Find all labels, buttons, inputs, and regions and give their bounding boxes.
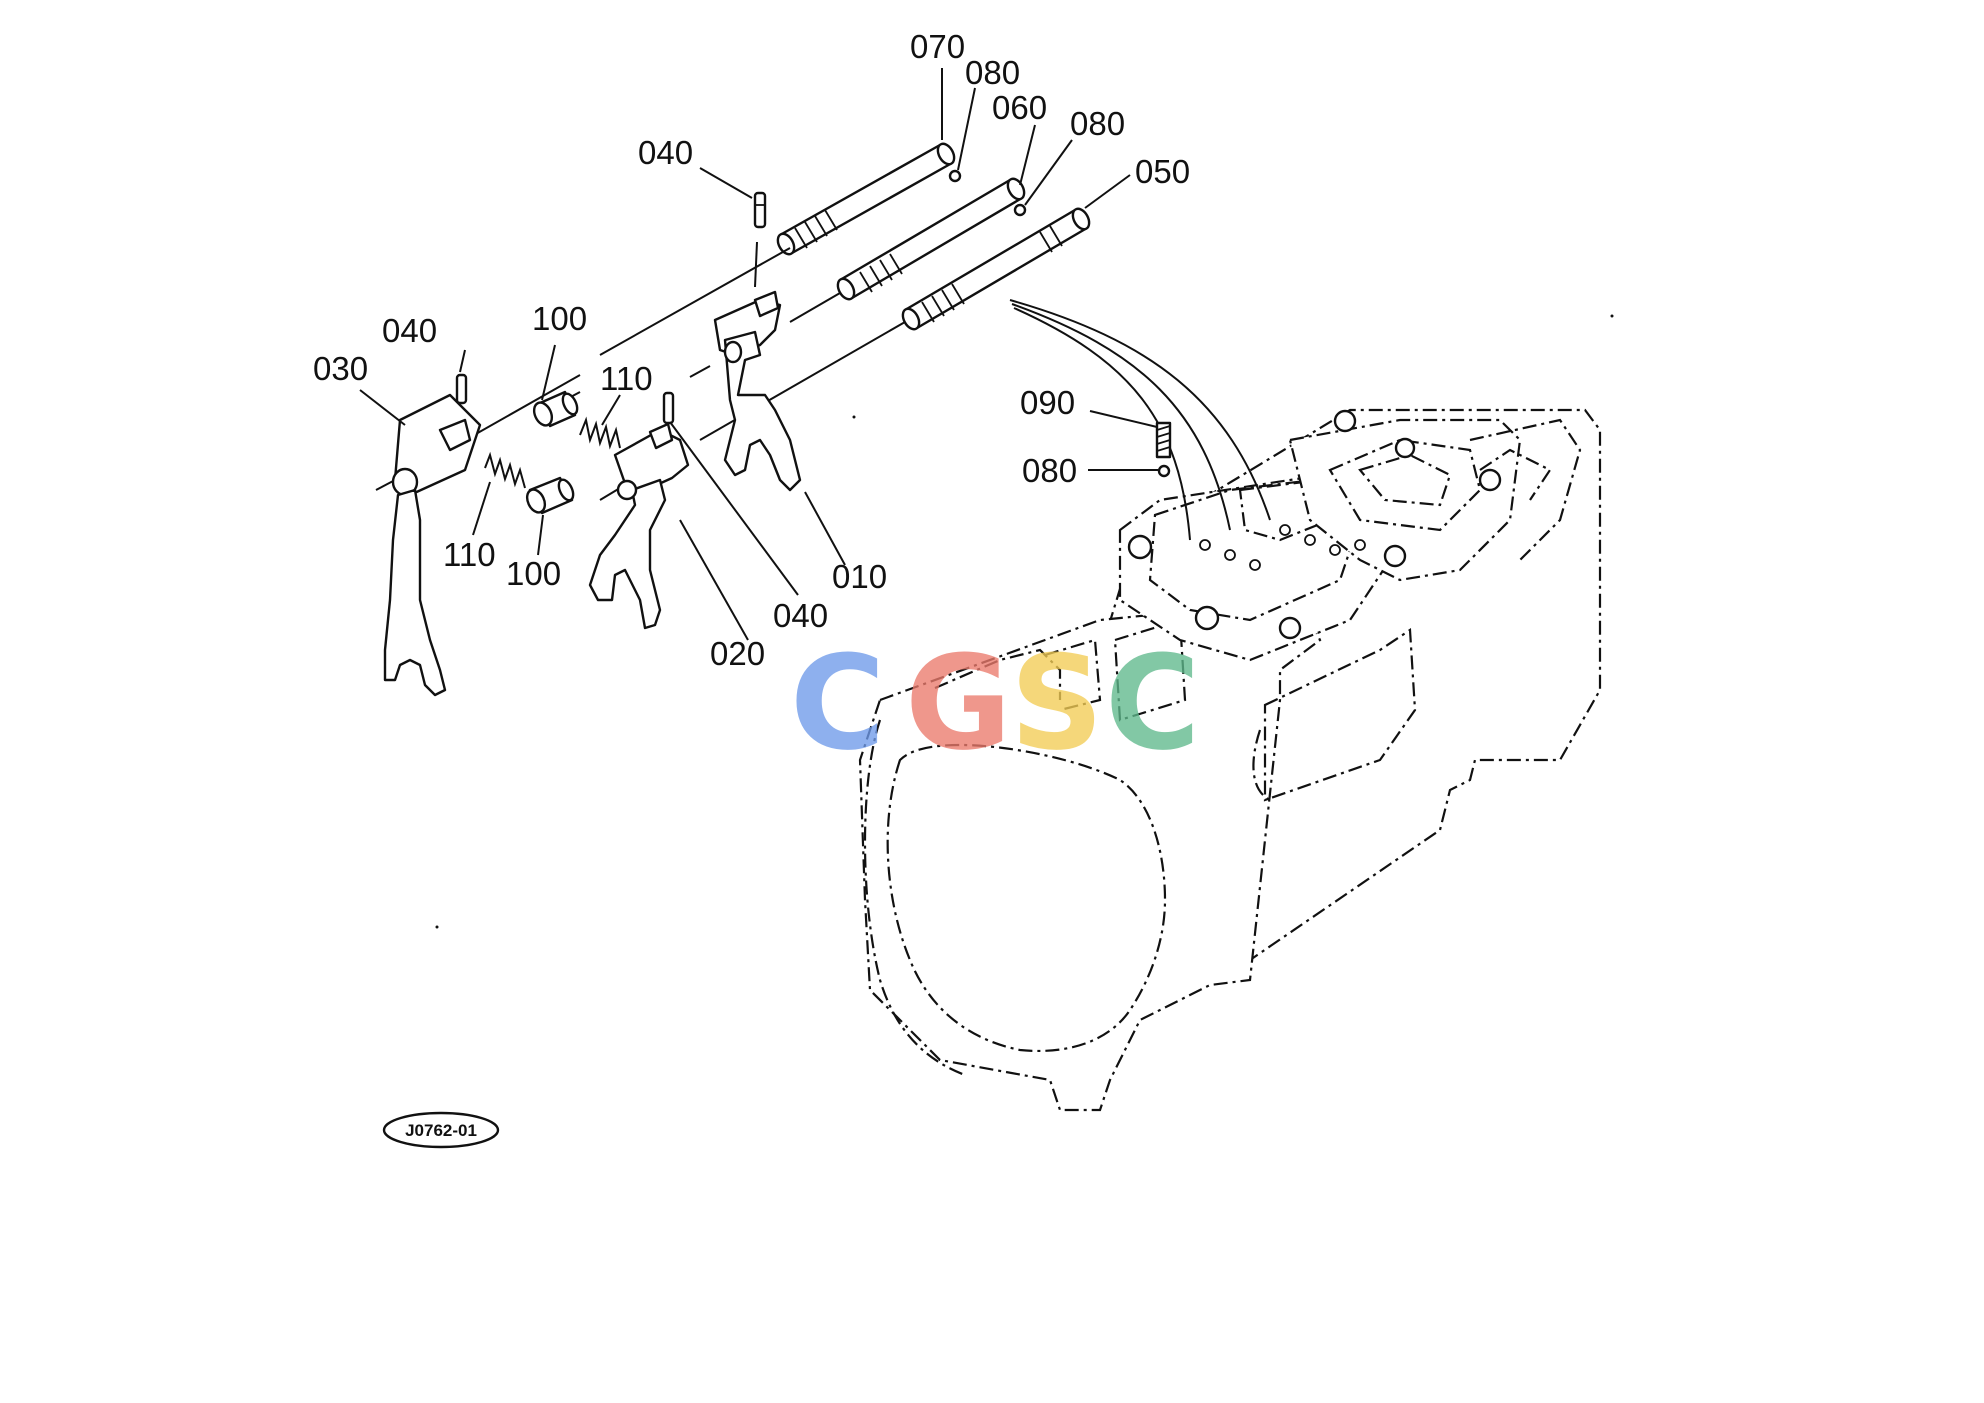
transmission-housing (858, 408, 1602, 1112)
callout-090: 090 (1020, 384, 1075, 421)
diagram-reference: J0762-01 (405, 1121, 477, 1140)
diagram-reference-badge: J0762-01 (382, 1111, 500, 1149)
callout-080-lower: 080 (1022, 452, 1077, 489)
watermark-letter-s: S (1010, 627, 1104, 779)
callout-080-upper: 080 (965, 54, 1020, 91)
shift-rod-050 (901, 207, 1091, 331)
balls-080 (948, 169, 1171, 478)
watermark-letter-c2: C (1105, 627, 1200, 779)
cgsc-watermark: C G S C (790, 627, 1200, 779)
shift-fork-020 (588, 422, 690, 630)
watermark-letter-c1: C (790, 627, 885, 779)
leader-lines (359, 68, 1158, 641)
spring-110-lower (484, 451, 526, 489)
roll-pins-040 (455, 191, 767, 425)
spring-090 (1155, 421, 1172, 459)
callout-100-lower: 100 (506, 555, 561, 592)
plunger-100-upper (532, 390, 579, 428)
callout-070: 070 (910, 28, 965, 65)
shift-rod-060 (836, 177, 1026, 301)
callout-020: 020 (710, 635, 765, 672)
spring-110-upper (579, 416, 621, 450)
shift-fork-030 (383, 393, 482, 697)
callout-040-bottom: 040 (773, 597, 828, 634)
callout-110-lower: 110 (443, 536, 496, 573)
installation-arrow (1009, 299, 1271, 541)
shift-fork-010 (713, 290, 802, 492)
stray-marks (435, 314, 1614, 929)
callout-100-upper: 100 (532, 300, 587, 337)
callout-labels: 070 080 060 080 050 040 040 030 100 110 … (313, 28, 1190, 672)
callout-040-top: 040 (638, 134, 693, 171)
callout-010: 010 (832, 558, 887, 595)
watermark-letter-g: G (905, 627, 1012, 779)
callout-080-middle: 080 (1070, 105, 1125, 142)
callout-030: 030 (313, 350, 368, 387)
callout-040-left: 040 (382, 312, 437, 349)
plunger-100-lower (525, 476, 575, 515)
callout-060: 060 (992, 89, 1047, 126)
callout-110-upper: 110 (600, 360, 653, 397)
callout-050: 050 (1135, 153, 1190, 190)
